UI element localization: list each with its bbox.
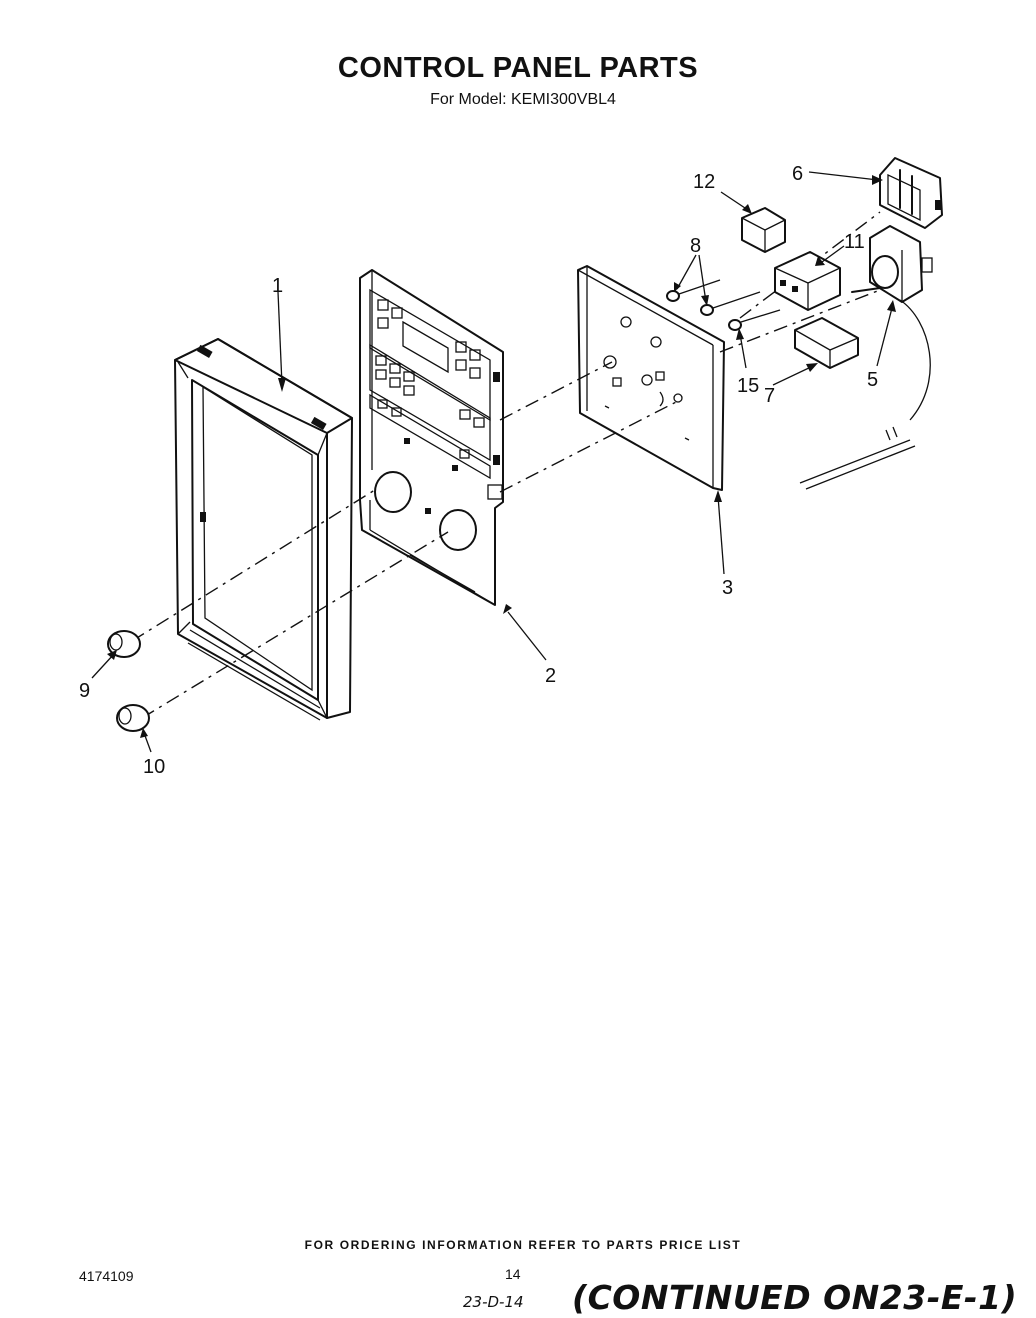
page-title: CONTROL PANEL PARTS <box>337 52 699 84</box>
page-number: 14 <box>505 1266 521 1282</box>
knob-10-part <box>116 704 150 732</box>
switch-block-part <box>774 251 841 311</box>
callout-7: 7 <box>764 385 775 407</box>
callout-2: 2 <box>545 665 556 687</box>
relay-part <box>741 207 786 253</box>
callout-labels: 1 2 3 5 6 7 8 9 10 11 12 15 <box>79 163 878 778</box>
callout-11: 11 <box>844 231 865 253</box>
callout-10: 10 <box>143 756 165 778</box>
frame-part <box>174 338 353 721</box>
callout-8: 8 <box>690 235 701 257</box>
callout-12: 12 <box>693 171 715 193</box>
callout-15: 15 <box>737 375 759 397</box>
power-cord <box>799 426 916 490</box>
control-panel-part <box>359 269 504 606</box>
handwritten-code: 23-D-14 <box>463 1293 524 1311</box>
capacitor-part <box>794 317 859 369</box>
model-subtitle: For Model: KEMI300VBL4 <box>430 91 616 108</box>
lamp-sockets-part <box>666 279 781 331</box>
document-number: 4174109 <box>79 1268 134 1284</box>
callout-1: 1 <box>272 275 283 297</box>
callout-9: 9 <box>79 680 90 702</box>
continued-note: (CONTINUED ON23-E-1) <box>572 1278 1018 1317</box>
callout-3: 3 <box>722 577 733 599</box>
timer-motor-part <box>851 225 933 421</box>
transformer-part <box>879 157 943 229</box>
callout-6: 6 <box>792 163 803 185</box>
ordering-note: FOR ORDERING INFORMATION REFER TO PARTS … <box>304 1238 742 1252</box>
mounting-plate-part <box>577 265 725 491</box>
leader-lines <box>91 171 896 753</box>
callout-5: 5 <box>867 369 878 391</box>
